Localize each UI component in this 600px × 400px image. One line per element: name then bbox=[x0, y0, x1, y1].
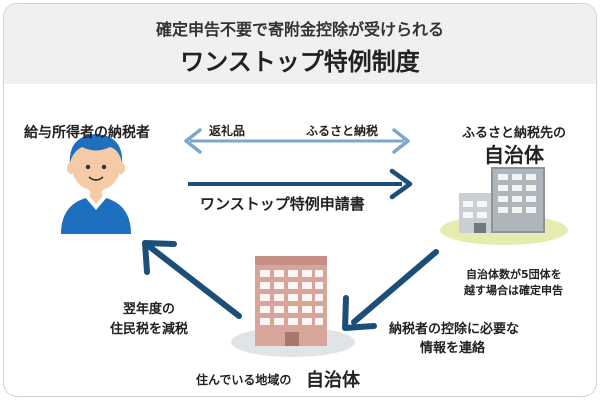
furusato-city-building-icon bbox=[440, 167, 568, 245]
header-subtitle: 確定申告不要で寄附金控除が受けられる bbox=[155, 20, 444, 39]
notify-label-line2: 情報を連絡 bbox=[420, 341, 486, 356]
exchange-double-arrow bbox=[184, 128, 410, 154]
notify-label-line1: 納税者の控除に必要な bbox=[389, 322, 520, 337]
application-label: ワンストップ特例申請書 bbox=[200, 195, 365, 213]
local-city-label-main: 自治体 bbox=[306, 370, 360, 391]
taxpayer-label: 給与所得者の納税者 bbox=[24, 125, 150, 141]
gift-label: 返礼品 bbox=[209, 124, 246, 138]
reduction-label-line1: 翌年度の bbox=[122, 302, 175, 317]
header-title: ワンストップ特例制度 bbox=[180, 48, 420, 76]
local-city-label-prefix: 住んでいる地域の bbox=[196, 373, 292, 387]
tax-reduction-arrow bbox=[142, 240, 242, 319]
reduction-label-line2: 住民税を減税 bbox=[109, 322, 188, 337]
donation-label: ふるさと納税 bbox=[306, 124, 379, 138]
furusato-city-label-main: 自治体 bbox=[484, 143, 544, 167]
furusato-city-label-top: ふるさと納税先の bbox=[461, 126, 566, 141]
notify-arrow bbox=[342, 249, 439, 331]
diagram-frame: 確定申告不要で寄附金控除が受けられる ワンストップ特例制度 bbox=[3, 3, 597, 397]
application-arrow bbox=[188, 168, 413, 200]
header: 確定申告不要で寄附金控除が受けられる ワンストップ特例制度 bbox=[4, 4, 596, 84]
local-city-building-icon bbox=[231, 256, 355, 357]
person-icon bbox=[61, 134, 131, 234]
furusato-note-line2: 越す場合は確定申告 bbox=[464, 284, 563, 297]
furusato-note-line1: 自治体数が5団体を bbox=[466, 268, 562, 281]
diagram-canvas bbox=[61, 128, 568, 357]
